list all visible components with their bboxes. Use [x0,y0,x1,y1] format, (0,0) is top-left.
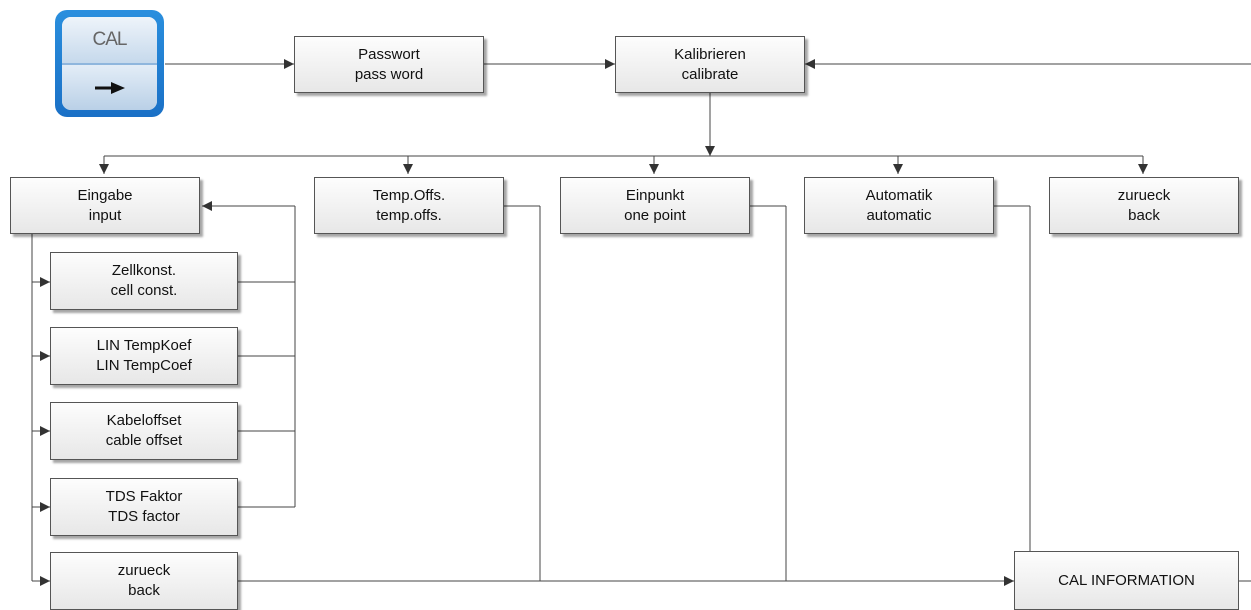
node-automatic-line2: automatic [866,206,932,224]
cal-key-button[interactable]: CAL [55,10,164,117]
node-temp-offs-line2: temp.offs. [376,206,442,224]
right-arrow-icon [62,64,157,110]
node-lin-temp-line1: LIN TempKoef [96,337,192,354]
cal-key-label: CAL [62,17,157,65]
node-back-bottom-line1: zurueck [117,562,171,579]
node-calibrate-line2: calibrate [681,65,739,83]
node-input: Eingabe input [10,177,200,234]
node-cal-info-label: CAL INFORMATION [1058,571,1195,589]
node-one-point-line2: one point [624,206,686,224]
cal-key-face: CAL [62,17,157,110]
node-lin-temp: LIN TempKoef LIN TempCoef [50,327,238,385]
node-password: Passwort pass word [294,36,484,93]
node-back-bottom: zurueck back [50,552,238,610]
node-one-point: Einpunkt one point [560,177,750,234]
node-input-line2: input [88,206,122,224]
node-tds-factor-line1: TDS Faktor [105,488,183,505]
node-cable-offset: Kabeloffset cable offset [50,402,238,460]
node-cell-const: Zellkonst. cell const. [50,252,238,310]
node-temp-offs: Temp.Offs. temp.offs. [314,177,504,234]
node-automatic-line1: Automatik [865,186,933,204]
node-back-top-line1: zurueck [1117,186,1171,204]
node-back-top-line2: back [1128,206,1160,224]
node-temp-offs-line1: Temp.Offs. [372,186,446,204]
node-back-bottom-line2: back [128,582,160,599]
node-tds-factor-line2: TDS factor [108,508,180,525]
node-back-top: zurueck back [1049,177,1239,234]
node-tds-factor: TDS Faktor TDS factor [50,478,238,536]
node-calibrate-line1: Kalibrieren [674,45,746,63]
node-input-line1: Eingabe [77,186,133,204]
node-password-line1: Passwort [358,45,420,63]
node-cell-const-line2: cell const. [110,282,178,299]
node-cell-const-line1: Zellkonst. [111,262,177,279]
node-calibrate: Kalibrieren calibrate [615,36,805,93]
node-lin-temp-line2: LIN TempCoef [96,357,192,374]
node-password-line2: pass word [354,65,424,83]
node-cal-info: CAL INFORMATION [1014,551,1239,610]
node-cable-offset-line1: Kabeloffset [106,412,182,429]
node-one-point-line1: Einpunkt [625,186,685,204]
node-cable-offset-line2: cable offset [105,432,183,449]
node-automatic: Automatik automatic [804,177,994,234]
